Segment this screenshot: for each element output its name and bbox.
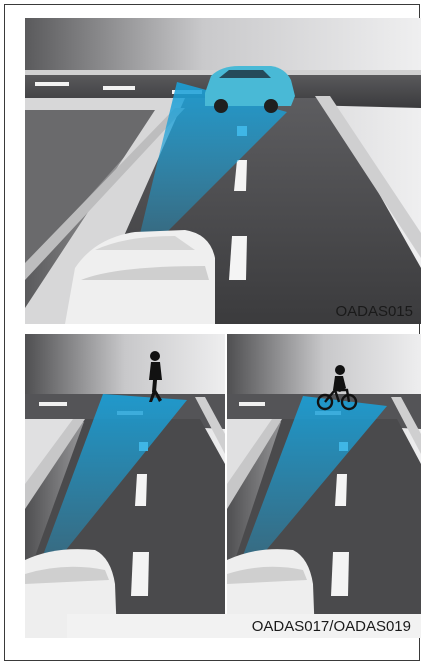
figure-code-top: OADAS015 xyxy=(335,303,413,320)
pedestrian-detection-illustration xyxy=(25,334,225,638)
figure-code-bottom: OADAS017/OADAS019 xyxy=(252,618,411,635)
car-detection-illustration: OADAS015 xyxy=(25,18,421,324)
target-car xyxy=(205,66,295,113)
figure-code-strip: OADAS017/OADAS019 xyxy=(67,614,421,638)
cyclist-detection-illustration xyxy=(227,334,421,638)
